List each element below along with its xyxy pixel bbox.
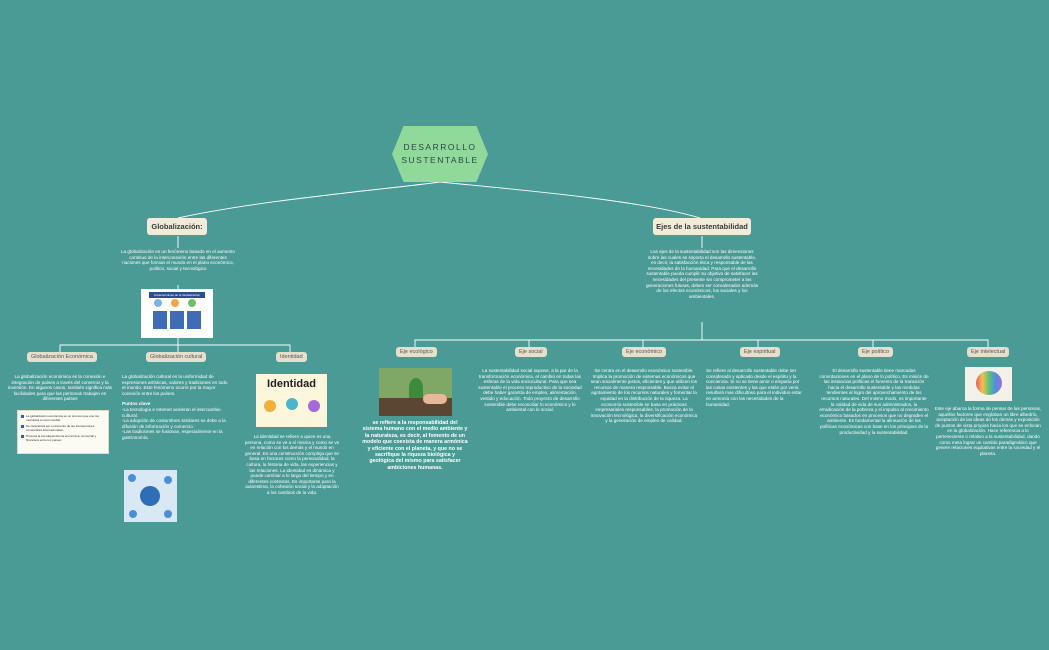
globalizacion-image-title: Características de la Globalización [149,292,205,298]
eje-intelectual-node[interactable]: Eje intelectual [967,347,1010,357]
eje-economico-node[interactable]: Eje económico [622,347,667,357]
globalizacion-cultural-image [124,470,177,522]
identidad-node[interactable]: Identidad [276,352,307,362]
globalizacion-description: La globalización es un fenómeno basado e… [121,249,235,271]
globalizacion-label: Globalización: [151,222,203,231]
globe-icon [154,299,162,307]
hand-icon [423,394,447,404]
globalizacion-economica-card: La globalización económica es un proceso… [17,410,109,454]
ejes-node[interactable]: Ejes de la sustentabilidad [653,218,751,235]
eje-politico-description: El desarrollo sustentable tiene marcadas… [819,368,929,435]
brain-icon [976,371,1002,395]
person-icon [264,400,276,412]
globalizacion-node[interactable]: Globalización: [147,218,207,235]
identidad-image: Identidad [256,374,327,427]
globalizacion-cultural-text: La globalización cultural es la uniformi… [122,374,232,441]
globalizacion-image: Características de la Globalización [141,289,213,338]
eje-social-node[interactable]: Eje social [515,347,547,357]
eje-politico-node[interactable]: Eje político [858,347,893,357]
ejes-label: Ejes de la sustentabilidad [656,222,748,231]
person-icon [286,398,298,410]
puntos-clave-title: Puntos clave [122,401,151,407]
eje-social-description: La sustentabilidad social supone, a la p… [478,368,582,413]
bullet-icon [21,414,24,418]
central-title-line1: DESARROLLO [403,142,477,152]
central-node[interactable]: DESARROLLO SUSTENTABLE [392,126,488,182]
person-icon [308,400,320,412]
plant-icon [409,378,423,398]
ejes-description: Los ejes de la sustentabilidad son las d… [645,249,759,299]
bullet-icon [21,424,24,428]
eje-ecologico-node[interactable]: Eje ecológico [396,347,437,357]
eje-ecologico-image [379,368,452,416]
eje-economico-description: Se centra en el desarrollo económico sos… [590,368,698,424]
identidad-image-title: Identidad [267,378,316,390]
eje-intelectual-description: Este eje abarca la forma de pensar de la… [934,406,1042,456]
people-icon [171,299,179,307]
eje-ecologico-description: se refiere a la responsabilidad del sist… [362,420,468,471]
bullet-icon [21,434,24,438]
identidad-description: La identidad se refiere a quien es una p… [244,434,340,495]
eje-intelectual-image [965,367,1012,401]
eje-espiritual-node[interactable]: Eje espiritual [740,347,780,357]
globalizacion-economica-node[interactable]: Globalización Económica [27,352,97,362]
globe-icon [140,486,160,506]
globalizacion-economica-description: La globalización económica es la conexió… [8,374,112,402]
central-title-line2: SUSTENTABLE [401,155,479,165]
globalizacion-cultural-node[interactable]: Globalización cultural [146,352,207,362]
network-icon [188,299,196,307]
eje-espiritual-description: Se refiere al desarrollo sustentable deb… [706,368,802,407]
